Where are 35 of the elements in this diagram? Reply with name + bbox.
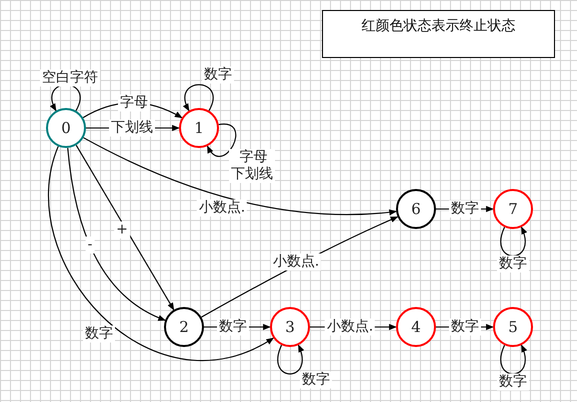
state-circle: 5 bbox=[493, 307, 533, 347]
edge-label: 数字 bbox=[497, 256, 529, 272]
edge-label: 数字 bbox=[449, 318, 481, 336]
edge-label: 数字 bbox=[202, 66, 234, 84]
state-circle: 4 bbox=[396, 307, 436, 347]
edge-label: 数字 bbox=[300, 372, 332, 388]
state-circle: 3 bbox=[270, 307, 310, 347]
edge-label: 小数点. bbox=[196, 200, 248, 216]
edge-label: 数字 bbox=[449, 200, 481, 218]
state-circle: 2 bbox=[164, 307, 204, 347]
state-circle: 7 bbox=[493, 189, 533, 229]
state-circle: 1 bbox=[179, 108, 219, 148]
arrow bbox=[500, 344, 527, 374]
edge-label: 空白字符 bbox=[40, 70, 100, 86]
arrow bbox=[76, 144, 174, 310]
state-circle: 0 bbox=[46, 108, 86, 148]
arrow bbox=[48, 146, 274, 361]
edge-label: 数字 bbox=[497, 374, 529, 390]
state-circle: 6 bbox=[396, 189, 436, 229]
arrow bbox=[500, 226, 527, 256]
note-box: 红颜色状态表示终止状态 bbox=[322, 10, 555, 58]
arrow bbox=[83, 137, 397, 216]
arrow bbox=[206, 124, 236, 157]
edge-label: 下划线 bbox=[109, 120, 155, 136]
arrow bbox=[277, 344, 304, 374]
edge-label: 数字 bbox=[217, 318, 249, 336]
edge-label: 小数点. bbox=[324, 318, 376, 336]
edge-label: 字母下划线 bbox=[229, 149, 275, 183]
edge-label: 数字 bbox=[83, 326, 115, 342]
edge-label: + bbox=[114, 222, 130, 238]
arrow bbox=[183, 84, 214, 112]
edge-label: - bbox=[86, 236, 94, 254]
arrow bbox=[67, 148, 166, 321]
edge-label: 小数点. bbox=[270, 254, 322, 270]
edge-label: 字母 bbox=[118, 94, 150, 112]
